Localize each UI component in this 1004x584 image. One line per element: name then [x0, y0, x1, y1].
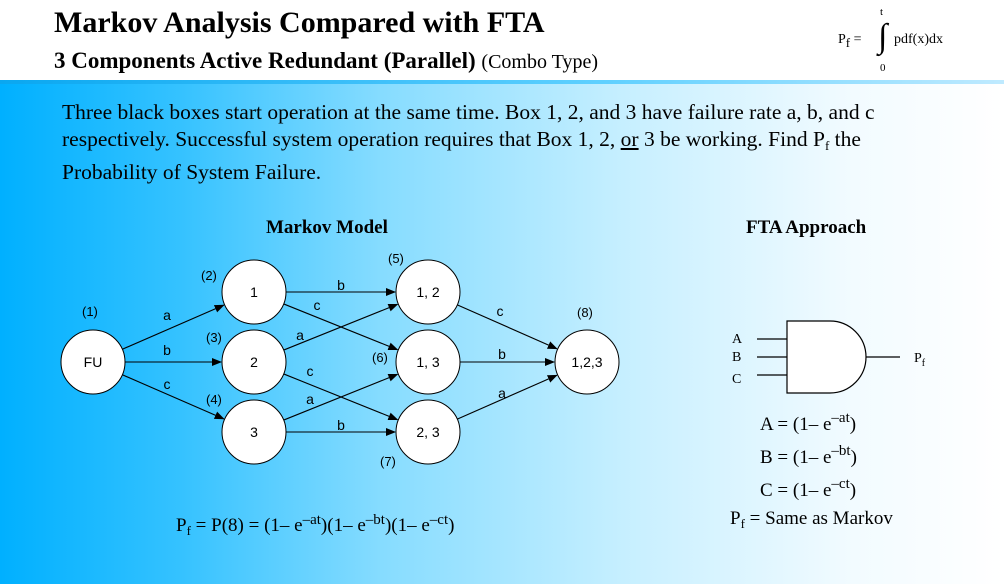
transition-rate-label: c: [164, 376, 171, 392]
state-number: (3): [206, 330, 222, 345]
state-number: (6): [372, 350, 388, 365]
problem-or: or: [620, 127, 639, 151]
transition-rate-label: a: [306, 391, 314, 407]
transition-rate-label: b: [337, 417, 345, 433]
transition-n23-n123: [457, 374, 558, 420]
state-label: 1,2,3: [571, 354, 602, 370]
gate-input-c: C: [732, 372, 741, 387]
state-number: (1): [82, 304, 98, 319]
transition-rate-label: b: [337, 277, 345, 293]
state-node-n1: [221, 259, 287, 325]
state-number: (7): [380, 454, 396, 469]
problem-statement: Three black boxes start operation at the…: [62, 100, 875, 184]
fta-eq-b: B = (1– e–bt): [760, 443, 857, 468]
formula-lower-limit: 0: [880, 62, 886, 74]
gate-output-label: Pf: [914, 351, 926, 369]
fta-eq-c: C = (1– e–ct): [760, 476, 857, 501]
transition-rate-label: b: [163, 342, 171, 358]
fta-result: Pf = Same as Markov: [730, 508, 893, 531]
state-number: (2): [201, 268, 217, 283]
pf-integral-formula: Pf = t ∫ 0 pdf(x)dx: [838, 6, 968, 76]
subtitle-note: (Combo Type): [481, 51, 598, 73]
state-number: (8): [577, 305, 593, 320]
formula-integrand: pdf(x)dx: [894, 32, 943, 47]
state-label: 2, 3: [416, 424, 440, 440]
transition-rate-label: a: [296, 327, 304, 343]
state-node-n12: [395, 259, 461, 325]
transition-rate-label: c: [497, 303, 504, 319]
gate-input-b: B: [732, 350, 741, 365]
state-number: (4): [206, 392, 222, 407]
markov-result: Pf = P(8) = (1– e–at)(1– e–bt)(1– e–ct): [176, 512, 455, 538]
transition-rate-label: b: [498, 346, 506, 362]
markov-heading: Markov Model: [266, 217, 388, 238]
state-node-n2: [221, 329, 287, 395]
page-subtitle: 3 Components Active Redundant (Parallel)…: [54, 48, 598, 74]
formula-upper-limit: t: [880, 6, 884, 18]
state-label: 1: [250, 284, 258, 300]
page-title: Markov Analysis Compared with FTA: [54, 6, 545, 39]
state-number: (5): [388, 251, 404, 266]
and-gate: [757, 320, 900, 394]
transition-fu-n3: [122, 374, 225, 420]
state-label: 1, 3: [416, 354, 440, 370]
state-label: 3: [250, 424, 258, 440]
state-node-n13: [395, 329, 461, 395]
transition-n2-n12: [283, 303, 399, 351]
state-label: FU: [84, 354, 103, 370]
fta-eq-a: A = (1– e–at): [760, 410, 857, 435]
integral-sign: ∫: [878, 18, 888, 55]
header: [0, 0, 1004, 80]
gate-input-a: A: [732, 332, 743, 347]
subtitle-main: 3 Components Active Redundant (Parallel): [54, 48, 476, 73]
state-label: 1, 2: [416, 284, 440, 300]
transition-n12-n123: [457, 304, 558, 350]
state-node-fu: [60, 329, 126, 395]
transition-rate-label: c: [314, 297, 321, 313]
transition-rate-label: c: [307, 363, 314, 379]
fta-heading: FTA Approach: [746, 217, 867, 238]
transition-n3-n13: [283, 373, 399, 421]
transition-rate-label: a: [498, 385, 506, 401]
transition-fu-n1: [122, 304, 225, 350]
state-label: 2: [250, 354, 258, 370]
state-node-n123: [554, 329, 620, 395]
header-divider: [0, 80, 1004, 84]
state-node-n3: [221, 399, 287, 465]
formula-lhs: Pf =: [838, 32, 862, 50]
transition-rate-label: a: [163, 307, 171, 323]
state-node-n23: [395, 399, 461, 465]
